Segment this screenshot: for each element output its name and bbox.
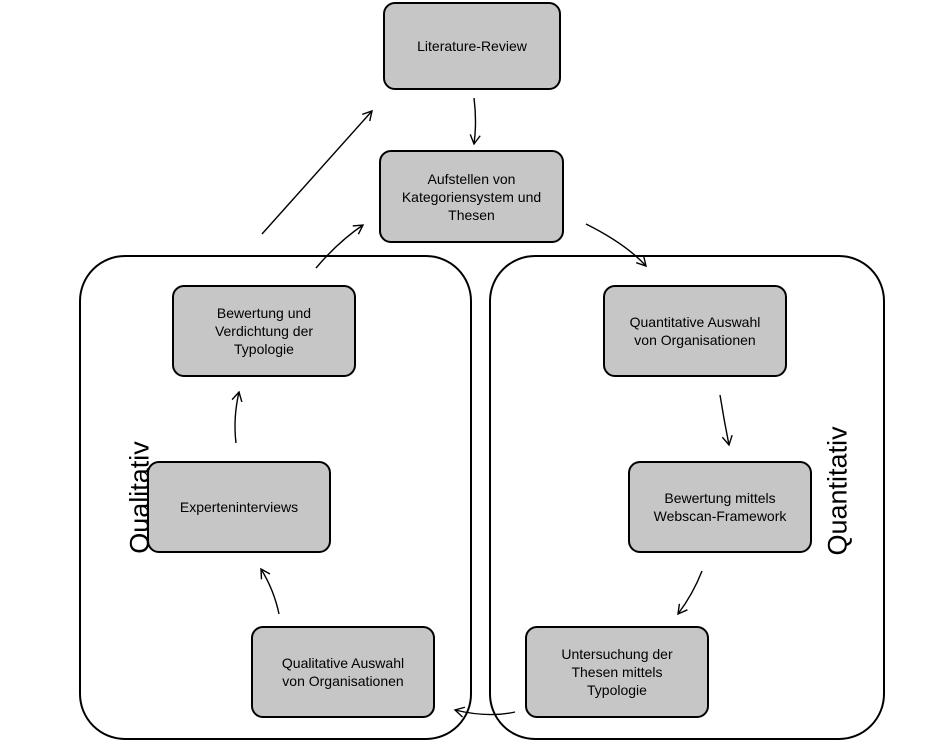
quantitative-auswahl-box: Quantitative Auswahl von Organisationen: [603, 285, 787, 377]
experteninterviews-box: Experteninterviews: [147, 461, 331, 553]
arrow-qualitative-to-literature: [261, 109, 373, 235]
aufstellen-box: Aufstellen von Kategoriensystem und Thes…: [379, 150, 564, 243]
arrow-literature-to-aufstellen: [469, 97, 481, 146]
qualitative-auswahl-box: Qualitative Auswahl von Organisationen: [251, 626, 435, 718]
untersuchung-box: Untersuchung der Thesen mittels Typologi…: [525, 626, 709, 718]
literature-review-box: Literature-Review: [383, 2, 561, 90]
bewertung-verdichtung-box: Bewertung und Verdichtung der Typologie: [172, 285, 356, 377]
bewertung-webscan-box: Bewertung mittels Webscan-Framework: [628, 461, 812, 553]
quantitative-label: Quantitativ: [822, 426, 853, 556]
